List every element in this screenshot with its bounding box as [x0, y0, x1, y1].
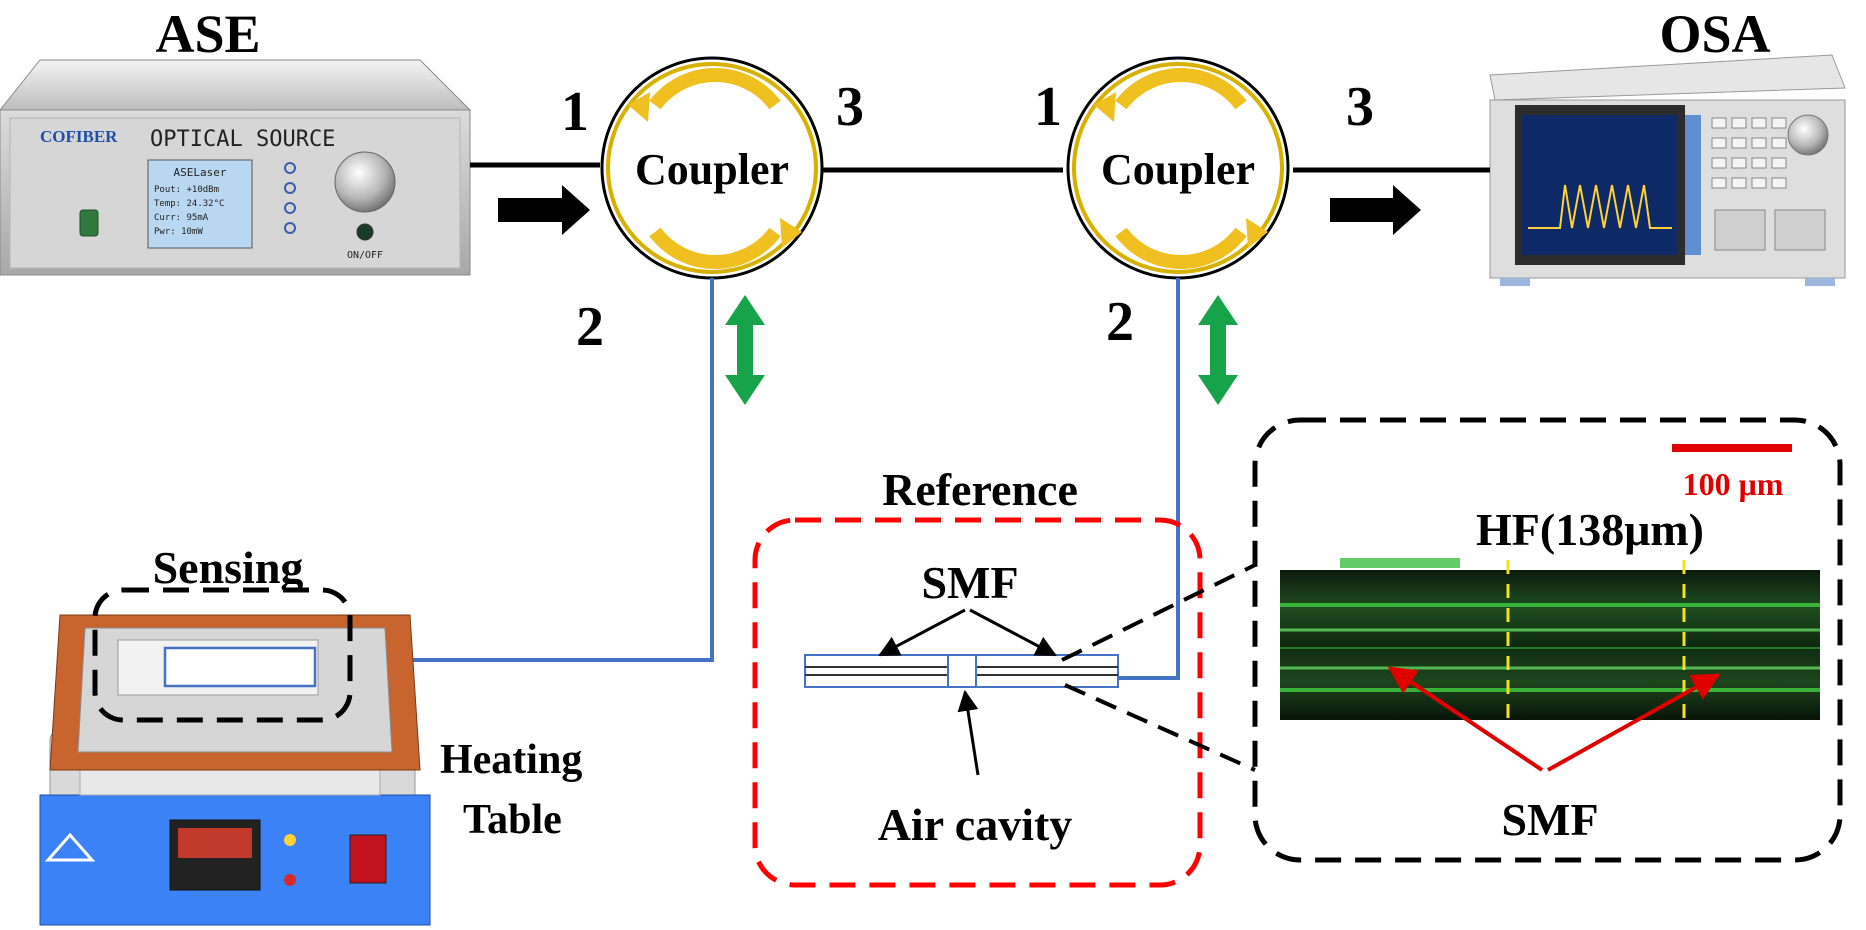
port-left-2: 2 — [576, 296, 604, 358]
microscope-image — [1280, 558, 1820, 725]
port-left-1: 1 — [561, 81, 589, 143]
main-fiber-path — [470, 162, 1490, 173]
ase-screen-line-1: Pout: +10dBm — [154, 185, 219, 195]
osa-drive-bay-2 — [1774, 209, 1826, 251]
zoom-line-bottom — [1064, 683, 1256, 772]
sensing-dashed-box — [92, 587, 353, 723]
ase-screen-line-2: Temp: 24.32°C — [154, 199, 224, 209]
reference-dashed-box — [752, 517, 1203, 888]
sensing-fiber-sample — [163, 646, 317, 688]
heating-label-line2: Table — [463, 797, 562, 843]
ase-adjust-knobs — [284, 162, 296, 234]
osa-dial — [1787, 114, 1829, 156]
ase-power-label: ON/OFF — [347, 250, 383, 261]
osa-drive-bay — [1714, 209, 1766, 251]
port-right-2: 2 — [1106, 291, 1134, 353]
zoom-line-top — [1061, 563, 1256, 662]
ase-screen-line-0: ASELaser — [174, 166, 227, 179]
scale-label: 100 μm — [1683, 466, 1784, 502]
reference-smf-label: SMF — [921, 557, 1018, 608]
port-right-3: 3 — [1346, 76, 1374, 138]
air-cavity-label: Air cavity — [878, 799, 1073, 850]
osa-screen — [1522, 115, 1677, 255]
ase-source: COFIBER OPTICAL SOURCE ASELaser Pout: +1… — [0, 59, 472, 276]
ase-label: ASE — [155, 4, 260, 64]
port-left-3: 3 — [836, 76, 864, 138]
blue-fiber-lines — [318, 278, 1180, 680]
smf-micro-pointer-right — [1547, 673, 1721, 772]
osa-keypad — [1711, 117, 1787, 189]
coupler-left: Coupler — [600, 56, 824, 280]
heating-label-line1: Heating — [440, 737, 582, 783]
reference-fiber-structure — [804, 654, 1119, 688]
microscope-smf-label: SMF — [1501, 794, 1598, 845]
green-arrow-left — [725, 295, 765, 405]
osa-label: OSA — [1659, 4, 1770, 64]
air-cavity-pointer — [957, 689, 980, 776]
ase-power-button — [356, 223, 374, 241]
input-direction-arrow — [498, 185, 590, 235]
ase-screen-line-3: Curr: 95mA — [154, 213, 209, 223]
coupler-right-arrow-top — [1115, 68, 1247, 110]
hf-label: HF(138μm) — [1476, 504, 1704, 555]
microscope-dashed-box — [1252, 417, 1843, 863]
osa-analyzer — [1489, 54, 1846, 286]
smf-pointer-right — [969, 608, 1057, 657]
air-cavity-gap — [947, 654, 977, 688]
ase-green-led — [79, 209, 99, 237]
osa-softkeys — [1685, 115, 1701, 255]
smf-micro-pointer-left — [1387, 666, 1544, 772]
green-arrow-right — [1198, 295, 1238, 405]
ase-brand: COFIBER — [40, 127, 118, 146]
coupler-left-arrow-top — [649, 68, 781, 110]
reference-label: Reference — [882, 464, 1078, 515]
sensing-label: Sensing — [153, 542, 304, 593]
output-direction-arrow — [1330, 185, 1421, 235]
smf-pointer-left — [878, 608, 966, 657]
heating-table — [39, 614, 431, 926]
ase-screen-line-4: Pwr: 10mW — [154, 227, 203, 237]
coupler-left-label: Coupler — [635, 145, 789, 194]
ase-screen — [147, 159, 253, 249]
heating-table-switch — [349, 834, 387, 884]
port-right-1: 1 — [1034, 76, 1062, 138]
ase-front-text: OPTICAL SOURCE — [150, 127, 335, 152]
osa-spectrum-trace — [1528, 184, 1672, 229]
coupler-left-arrow-bottom — [649, 227, 781, 269]
ase-main-knob — [334, 151, 396, 213]
coupler-right: Coupler — [1066, 56, 1290, 280]
coupler-right-label: Coupler — [1101, 145, 1255, 194]
coupler-right-arrow-bottom — [1115, 227, 1247, 269]
